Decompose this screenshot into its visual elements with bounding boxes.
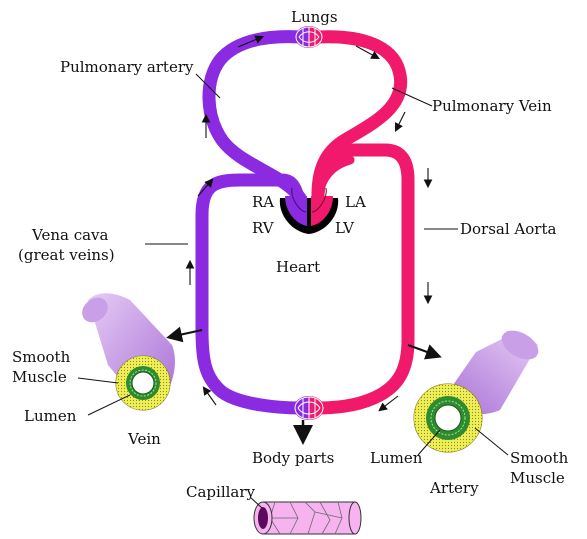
label-lumen-left: Lumen — [24, 407, 77, 425]
label-rv: RV — [252, 219, 275, 237]
body-capillary-node — [294, 396, 324, 420]
label-pulmonary-vein: Pulmonary Vein — [432, 97, 552, 115]
label-lungs: Lungs — [291, 8, 338, 26]
label-artery: Artery — [429, 479, 479, 497]
label-vena-cava: Vena cava — [31, 226, 109, 244]
lung-capillary-node — [295, 26, 323, 48]
dorsal-aorta-vessel — [318, 150, 408, 408]
label-heart: Heart — [276, 258, 320, 276]
label-dorsal-aorta: Dorsal Aorta — [460, 220, 556, 238]
label-lv: LV — [335, 219, 355, 237]
label-smooth-muscle-left-1: Smooth — [12, 348, 71, 366]
label-capillary: Capillary — [186, 483, 256, 501]
label-vein: Vein — [127, 430, 161, 448]
label-la: LA — [345, 193, 366, 211]
vein-illustration — [77, 293, 175, 410]
label-body-parts: Body parts — [252, 449, 334, 467]
flow-arrow-7 — [396, 112, 405, 130]
heart — [280, 188, 338, 234]
label-smooth-muscle-left-2: Muscle — [12, 368, 67, 386]
capillary-illustration — [254, 502, 361, 534]
label-smooth-muscle-right-2: Muscle — [510, 469, 565, 487]
label-great-veins: (great veins) — [18, 246, 115, 264]
artery-illustration — [414, 325, 543, 452]
label-lumen-right: Lumen — [370, 449, 423, 467]
label-smooth-muscle-right-1: Smooth — [510, 449, 569, 467]
label-pulmonary-artery: Pulmonary artery — [60, 58, 194, 76]
label-ra: RA — [252, 193, 274, 211]
